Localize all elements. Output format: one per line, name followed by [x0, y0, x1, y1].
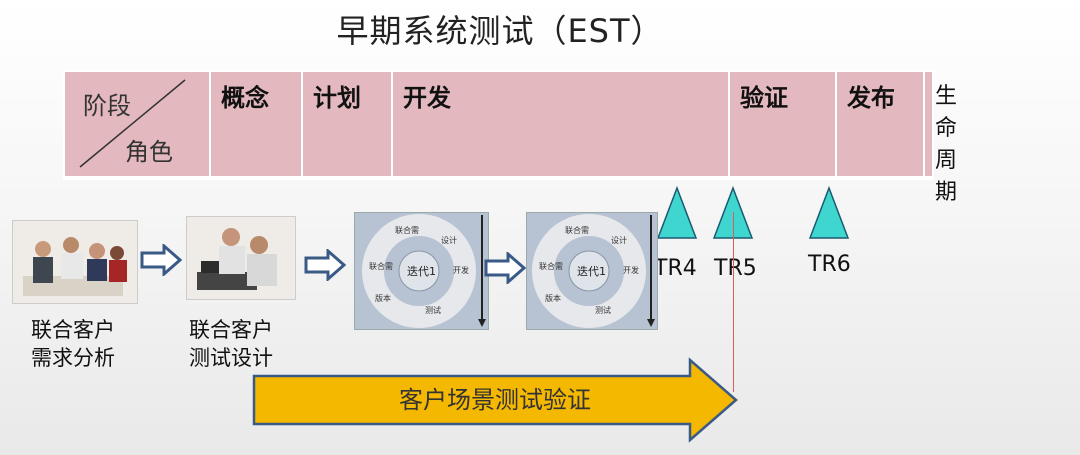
- tr5-label: TR5: [714, 256, 757, 281]
- svg-text:设计: 设计: [611, 235, 627, 245]
- phase-concept: 概念: [211, 72, 303, 176]
- tr4-label: TR4: [654, 256, 697, 281]
- corner-label-role: 角色: [125, 138, 173, 166]
- diagonal-line: [79, 79, 186, 168]
- iteration-cycle-2: 迭代1 联合需 设计 开发 测试 版本 联合需: [526, 212, 658, 330]
- phase-release: 发布: [837, 72, 925, 176]
- caption-line: 测试设计: [189, 346, 273, 370]
- svg-text:设计: 设计: [441, 235, 457, 245]
- tr6-label: TR6: [808, 252, 851, 277]
- caption-line: 需求分析: [31, 346, 115, 370]
- iteration-cycle-1: 迭代1 联合需 设计 开发 测试 版本 联合需: [354, 212, 489, 330]
- design-photo: [186, 216, 296, 300]
- svg-text:联合需: 联合需: [539, 261, 563, 271]
- customer-scenario-arrow: [252, 357, 738, 443]
- customer-scenario-label: 客户场景测试验证: [399, 386, 591, 414]
- svg-text:联合需: 联合需: [395, 225, 419, 235]
- svg-text:测试: 测试: [425, 305, 441, 315]
- table-corner: 阶段 角色: [65, 72, 211, 176]
- svg-text:联合需: 联合需: [565, 225, 589, 235]
- tr6-triangle: [808, 186, 850, 239]
- tr5-marker-line: [733, 212, 734, 392]
- svg-text:开发: 开发: [453, 265, 469, 275]
- tr4-triangle: [656, 186, 698, 239]
- step-arrow-icon: [304, 249, 346, 281]
- svg-text:迭代1: 迭代1: [407, 265, 436, 278]
- phase-plan: 计划: [303, 72, 393, 176]
- meeting-photo: [12, 220, 138, 304]
- step-arrow-icon: [140, 244, 182, 276]
- svg-text:迭代1: 迭代1: [577, 265, 606, 278]
- step-arrow-icon: [484, 252, 526, 284]
- phase-verify: 验证: [730, 72, 837, 176]
- svg-text:测试: 测试: [595, 305, 611, 315]
- phase-table: 阶段 角色 概念 计划 开发 验证 发布 生命周期: [63, 70, 957, 205]
- svg-text:版本: 版本: [545, 293, 561, 303]
- phase-develop: 开发: [393, 72, 730, 176]
- step-caption-test-design: 联合客户 测试设计: [176, 316, 286, 372]
- corner-label-phase: 阶段: [83, 92, 131, 120]
- phase-lifecycle: 生命周期: [935, 84, 958, 205]
- caption-line: 联合客户: [189, 318, 273, 342]
- step-caption-requirements: 联合客户 需求分析: [18, 316, 128, 372]
- page-title: 早期系统测试（EST）: [336, 12, 664, 50]
- svg-text:联合需: 联合需: [369, 261, 393, 271]
- svg-text:开发: 开发: [623, 265, 639, 275]
- svg-text:版本: 版本: [375, 293, 391, 303]
- caption-line: 联合客户: [31, 318, 115, 342]
